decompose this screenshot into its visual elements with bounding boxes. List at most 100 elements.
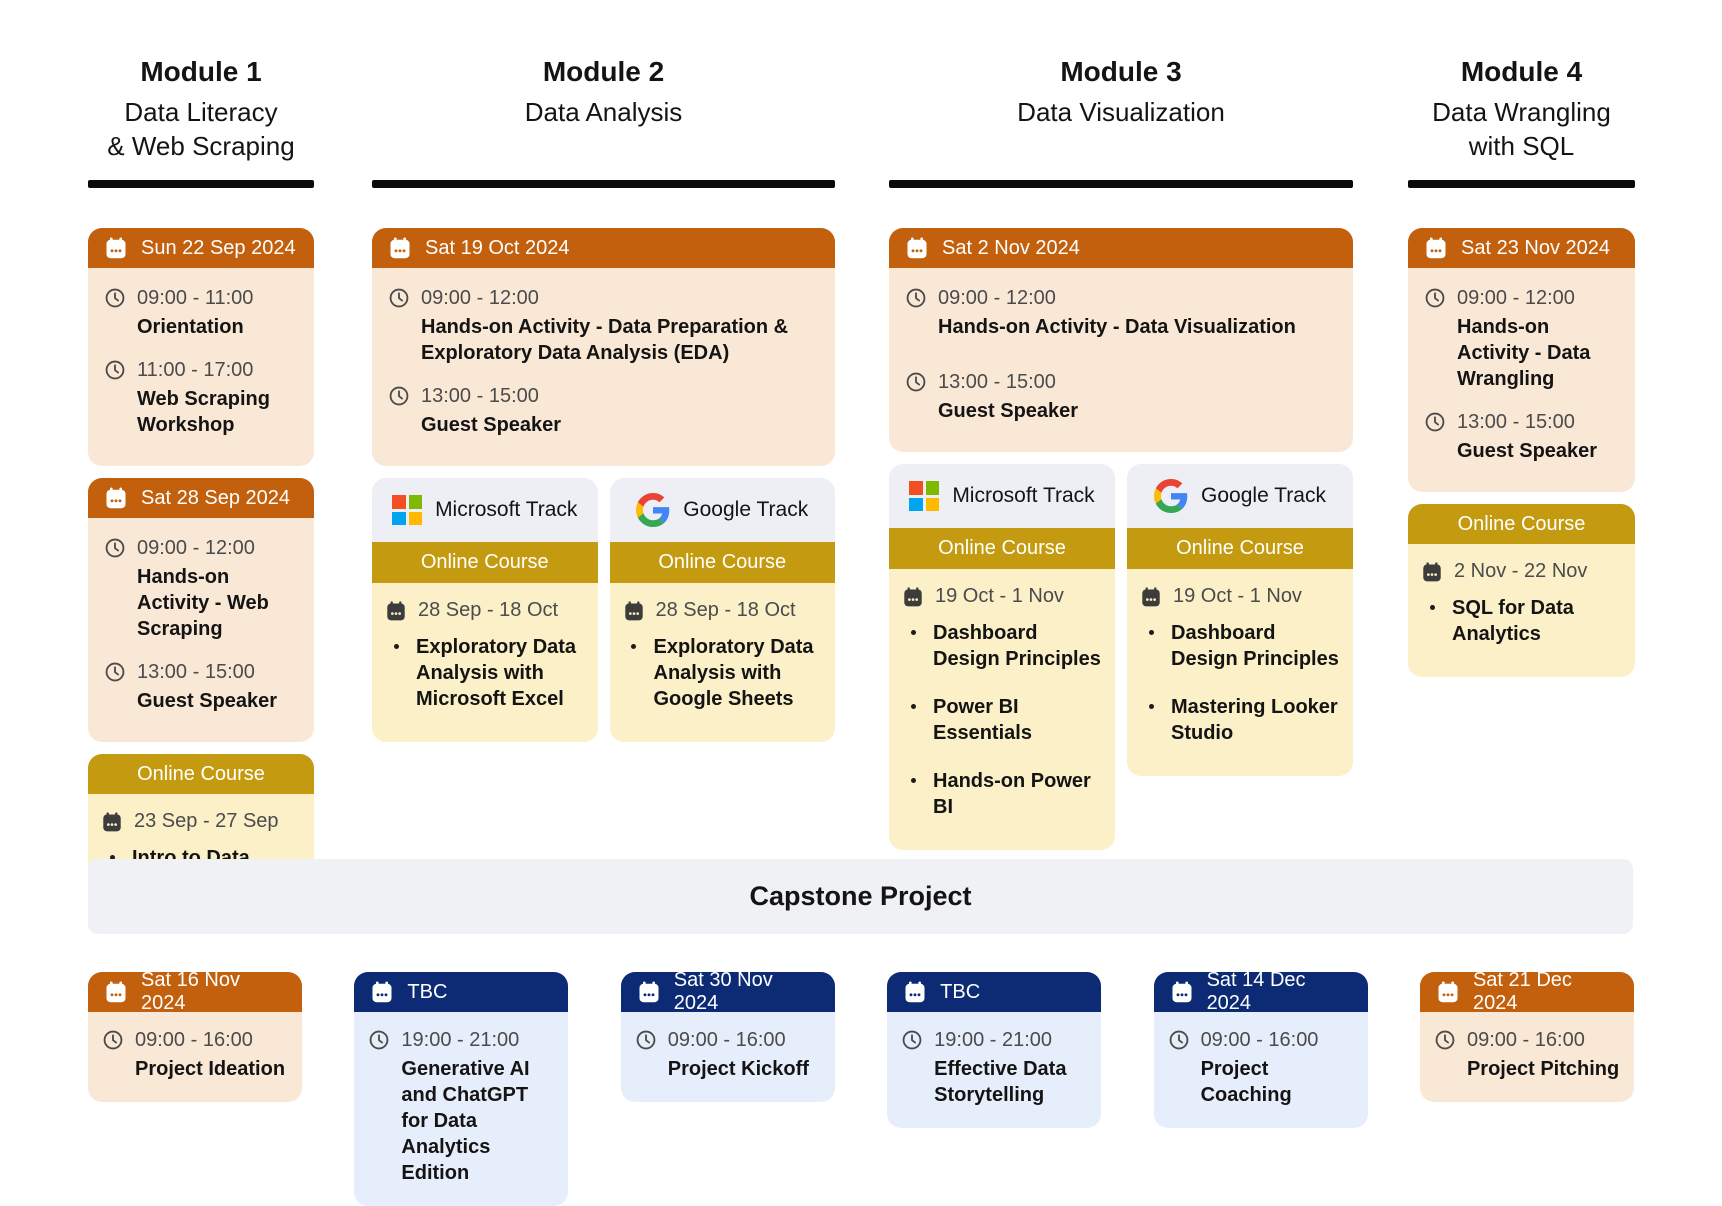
session-card-body: 09:00 - 11:00 Orientation 11:00 - 17:00 … (88, 268, 314, 466)
course-name: Hands-on Power BI (933, 770, 1091, 818)
course-name: Mastering Looker Studio (1171, 696, 1338, 744)
session-item: 13:00 - 15:00 Guest Speaker (905, 370, 1341, 424)
session-item: 19:00 - 21:00 Generative AI and ChatGPT … (368, 1028, 558, 1186)
clock-icon (635, 1029, 657, 1051)
event-card-body: 09:00 - 16:00 Project Pitching (1419, 1012, 1634, 1102)
clock-icon (388, 287, 410, 309)
module-subtitle: Data Analysis (524, 97, 683, 127)
track-header: Microsoft Track (889, 464, 1115, 528)
course-item: Dashboard Design Principles (1140, 620, 1343, 672)
date-range-row: 23 Sep - 27 Sep (101, 810, 304, 833)
session-item: 09:00 - 12:00 Hands-on Activity - Web Sc… (104, 536, 302, 642)
session-item: 09:00 - 16:00 Project Coaching (1168, 1028, 1358, 1108)
clock-icon (104, 661, 126, 683)
bullet-dot (623, 634, 645, 712)
event-card: Sat 21 Dec 2024 09:00 - 16:00 Project Pi… (1419, 972, 1634, 1102)
course-name: Power BI Essentials (933, 696, 1032, 744)
calendar-icon (623, 600, 645, 622)
session-item: 09:00 - 16:00 Project Ideation (102, 1028, 292, 1082)
course-name: Dashboard Design Principles (933, 622, 1101, 670)
session-item: 11:00 - 17:00 Web Scraping Workshop (104, 358, 302, 438)
course-name: Dashboard Design Principles (1171, 622, 1339, 670)
module-1-column: Module 1 Data Literacy & Web Scraping Su… (88, 55, 314, 939)
bullet-dot (1140, 694, 1162, 746)
clock-icon (1168, 1029, 1190, 1051)
calendar-icon (637, 980, 661, 1004)
session-name: Web Scraping Workshop (137, 388, 270, 436)
module-4-header: Module 4 Data Wrangling with SQL (1408, 55, 1635, 180)
clock-icon (905, 371, 927, 393)
session-card-header: Sat 19 Oct 2024 (372, 228, 835, 268)
session-card: Sat 28 Sep 2024 09:00 - 12:00 Hands-on A… (88, 478, 314, 742)
event-date: Sat 16 Nov 2024 (141, 972, 240, 1014)
event-name: Project Ideation (135, 1058, 286, 1080)
track-body: 28 Sep - 18 Oct Exploratory Data Analysi… (609, 583, 835, 742)
session-card-header: Sat 23 Nov 2024 (1408, 228, 1635, 268)
event-card-body: 09:00 - 16:00 Project Kickoff (620, 1012, 835, 1102)
session-time: 09:00 - 12:00 (938, 287, 1056, 309)
date-range: 2 Nov - 22 Nov (1454, 560, 1588, 582)
online-course-band: Online Course (1127, 528, 1353, 569)
event-time: 19:00 - 21:00 (934, 1029, 1053, 1051)
track-body: 19 Oct - 1 Nov Dashboard Design Principl… (889, 569, 1115, 850)
date-range: 19 Oct - 1 Nov (1173, 585, 1302, 607)
session-item: 13:00 - 15:00 Guest Speaker (104, 660, 302, 714)
clock-icon (1424, 411, 1446, 433)
calendar-icon (385, 600, 407, 622)
module-underline (1408, 180, 1635, 188)
date-range: 19 Oct - 1 Nov (935, 585, 1064, 607)
course-item: Exploratory Data Analysis with Microsoft… (385, 634, 588, 712)
module-title: Module 1 (140, 56, 262, 87)
event-card: TBC 19:00 - 21:00 Effective Data Storyte… (887, 972, 1102, 1128)
session-date: Sun 22 Sep 2024 (141, 236, 296, 259)
session-date: Sat 28 Sep 2024 (141, 486, 291, 509)
module-3-header: Module 3 Data Visualization (889, 55, 1353, 180)
session-card: Sat 2 Nov 2024 09:00 - 12:00 Hands-on Ac… (889, 228, 1353, 452)
session-card-body: 09:00 - 12:00 Hands-on Activity - Data W… (1408, 268, 1635, 492)
date-range-row: 2 Nov - 22 Nov (1421, 560, 1625, 583)
module-title: Module 3 (1060, 56, 1182, 87)
calendar-icon (1436, 980, 1460, 1004)
date-range-row: 19 Oct - 1 Nov (902, 585, 1105, 608)
clock-icon (901, 1029, 923, 1051)
event-name: Project Kickoff (667, 1058, 809, 1080)
session-card: Sat 19 Oct 2024 09:00 - 12:00 Hands-on A… (372, 228, 835, 466)
session-item: 19:00 - 21:00 Effective Data Storytellin… (901, 1028, 1091, 1108)
session-card: Sat 23 Nov 2024 09:00 - 12:00 Hands-on A… (1408, 228, 1635, 492)
session-time: 09:00 - 12:00 (1457, 287, 1575, 309)
track-header: Microsoft Track (372, 478, 598, 542)
event-name: Project Pitching (1466, 1058, 1620, 1080)
microsoft-logo-icon (392, 495, 423, 525)
calendar-icon (902, 586, 924, 608)
online-course-band: Online Course (889, 528, 1115, 569)
event-date: Sat 21 Dec 2024 (1472, 972, 1572, 1014)
session-name: Hands-on Activity - Web Scraping (137, 566, 269, 640)
module-2-header: Module 2 Data Analysis (372, 55, 835, 180)
session-card-body: 09:00 - 12:00 Hands-on Activity - Data P… (372, 268, 835, 466)
track-name: Microsoft Track (952, 484, 1095, 507)
session-card-body: 09:00 - 12:00 Hands-on Activity - Web Sc… (88, 518, 314, 742)
course-item: SQL for Data Analytics (1421, 595, 1625, 647)
event-time: 09:00 - 16:00 (667, 1029, 786, 1051)
session-name: Guest Speaker (938, 400, 1079, 422)
clock-icon (102, 1029, 124, 1051)
calendar-icon (370, 980, 394, 1004)
date-range: 23 Sep - 27 Sep (134, 810, 279, 832)
calendar-icon (388, 236, 412, 260)
calendar-icon (1421, 561, 1443, 583)
course-item: Exploratory Data Analysis with Google Sh… (623, 634, 826, 712)
track-body: 28 Sep - 18 Oct Exploratory Data Analysi… (372, 583, 598, 742)
session-date: Sat 2 Nov 2024 (942, 236, 1080, 259)
clock-icon (104, 287, 126, 309)
calendar-icon (104, 980, 128, 1004)
module-3-column: Module 3 Data Visualization Sat 2 Nov 20… (889, 55, 1353, 850)
session-card-header: Sun 22 Sep 2024 (88, 228, 314, 268)
date-range: 28 Sep - 18 Oct (418, 599, 559, 621)
session-time: 09:00 - 12:00 (137, 537, 255, 559)
calendar-icon (104, 236, 128, 260)
event-date: Sat 14 Dec 2024 (1206, 972, 1306, 1014)
module-underline (88, 180, 314, 188)
track-name: Google Track (683, 498, 809, 521)
session-time: 09:00 - 12:00 (421, 287, 539, 309)
track-body: 19 Oct - 1 Nov Dashboard Design Principl… (1127, 569, 1353, 776)
